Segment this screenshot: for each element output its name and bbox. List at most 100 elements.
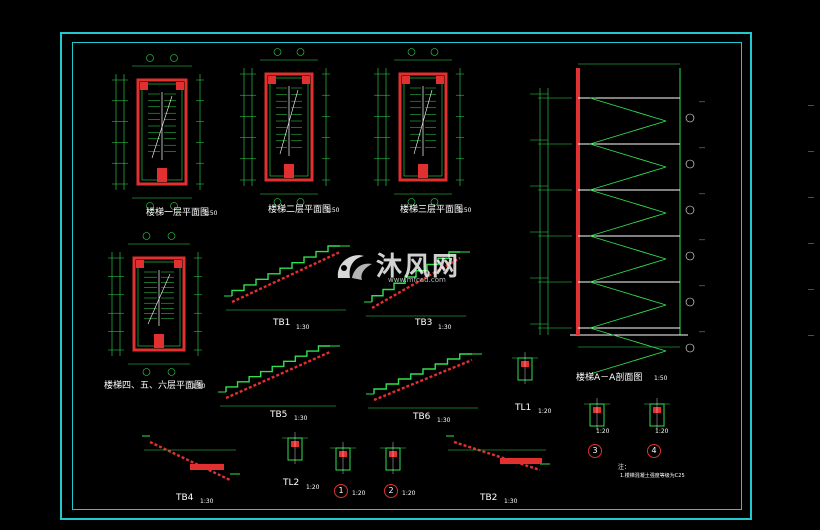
section-axis-bubble bbox=[685, 251, 695, 261]
section-flight-up bbox=[589, 166, 667, 191]
plan-title-3: 楼梯三层平面图 bbox=[400, 205, 464, 215]
sheet-border-outer bbox=[60, 32, 752, 520]
plan-3-break-line bbox=[413, 89, 433, 155]
flight-scale-tb3: 1:30 bbox=[438, 324, 452, 331]
beam-scale-tl2: 1:20 bbox=[306, 484, 320, 491]
section-title: 楼梯A－A剖面图 bbox=[576, 373, 643, 383]
tb3-slab bbox=[371, 256, 461, 310]
detail-marker-2: 2 bbox=[384, 484, 398, 498]
section-flight-up bbox=[589, 120, 667, 145]
tb2-slab bbox=[453, 440, 541, 472]
section-axis-bubble bbox=[685, 205, 695, 215]
notes-line-1: 1.楼梯混凝土强度等级为C25 bbox=[620, 473, 685, 479]
plan-scale-3: 1:50 bbox=[458, 207, 472, 214]
watermark-url: www.mfcad.com bbox=[388, 276, 446, 284]
beam-scale-tl1: 1:20 bbox=[538, 408, 552, 415]
section-flight-up bbox=[589, 304, 667, 329]
plan-3-col-tl bbox=[402, 76, 410, 84]
detail-scale-4: 1:20 bbox=[655, 428, 669, 435]
plan-title-1: 楼梯一层平面图 bbox=[146, 208, 210, 218]
section-axis-bubble bbox=[685, 343, 695, 353]
plan-title-2: 楼梯二层平面图 bbox=[268, 205, 332, 215]
plan-1-axis-bubble-top bbox=[170, 54, 178, 62]
watermark-logo-icon bbox=[337, 255, 372, 280]
section-flight-down bbox=[589, 327, 667, 352]
flight-scale-tb4: 1:30 bbox=[200, 498, 214, 505]
plan-scale-4: 1:50 bbox=[192, 383, 206, 390]
section-axis-bubble bbox=[685, 159, 695, 169]
tb1-steps bbox=[231, 245, 340, 296]
plan-scale-2: 1:50 bbox=[326, 207, 340, 214]
section-col-left bbox=[576, 68, 580, 335]
flight-scale-tb5: 1:30 bbox=[294, 415, 308, 422]
flight-scale-tb1: 1:30 bbox=[296, 324, 310, 331]
section-flight-up bbox=[589, 350, 667, 375]
plan-title-4: 楼梯四、五、六层平面图 bbox=[104, 381, 204, 391]
plan-4-axis-bubble-bottom bbox=[142, 368, 151, 376]
tb5-slab bbox=[225, 350, 331, 400]
plan-4-break-line bbox=[147, 273, 171, 325]
flight-scale-tb6: 1:30 bbox=[437, 417, 451, 424]
notes-heading: 注： bbox=[618, 464, 631, 471]
plan-3-axis-bubble-top bbox=[407, 48, 416, 56]
plan-4-walls bbox=[132, 256, 186, 352]
detail-scale-3: 1:20 bbox=[596, 428, 610, 435]
plan-3-axis-bubble-top bbox=[430, 48, 439, 56]
detail-scale-2: 1:20 bbox=[402, 490, 416, 497]
tb3-steps bbox=[371, 251, 460, 302]
detail-scale-1: 1:20 bbox=[352, 490, 366, 497]
detail-marker-3: 3 bbox=[588, 444, 602, 458]
plan-2-col-tl bbox=[268, 76, 276, 84]
detail-marker-1: 1 bbox=[334, 484, 348, 498]
plan-3-col-tr bbox=[436, 76, 444, 84]
section-axis-bubble bbox=[685, 113, 695, 123]
section-flight-down bbox=[589, 97, 667, 122]
flight-label-tb1: TB1 bbox=[273, 318, 291, 328]
plan-2-axis-bubble-top bbox=[273, 48, 282, 56]
tb4-slab bbox=[149, 440, 231, 482]
flight-label-tb5: TB5 bbox=[270, 410, 288, 420]
plan-2-column bbox=[284, 164, 294, 178]
plan-2-axis-bubble-bottom bbox=[296, 198, 305, 206]
flight-label-tb4: TB4 bbox=[176, 493, 194, 503]
plan-1-break-line bbox=[151, 95, 173, 159]
tb5-steps bbox=[225, 345, 330, 392]
plan-4-axis-bubble-top bbox=[142, 232, 151, 240]
section-flight-up bbox=[589, 258, 667, 283]
flight-label-tb6: TB6 bbox=[413, 412, 431, 422]
tb6-slab bbox=[373, 358, 473, 402]
tb4-landing-slab bbox=[190, 464, 224, 470]
flight-label-tb2: TB2 bbox=[480, 493, 498, 503]
plan-3-column bbox=[418, 164, 428, 178]
plan-1-col-tl bbox=[140, 82, 148, 90]
plan-2-break-line bbox=[279, 89, 299, 155]
plan-4-col-tr bbox=[174, 260, 182, 268]
beam-label-tl2: TL2 bbox=[283, 478, 300, 488]
plan-3-axis-bubble-bottom bbox=[430, 198, 439, 206]
plan-1-axis-bubble-bottom bbox=[170, 202, 178, 210]
flight-scale-tb2: 1:30 bbox=[504, 498, 518, 505]
section-flight-down bbox=[589, 189, 667, 214]
plan-scale-1: 1:50 bbox=[204, 210, 218, 217]
plan-3-axis-bubble-bottom bbox=[407, 198, 416, 206]
section-flight-up bbox=[589, 212, 667, 237]
section-flight-down bbox=[589, 235, 667, 260]
section-flight-down bbox=[589, 143, 667, 168]
flight-label-tb3: TB3 bbox=[415, 318, 433, 328]
plan-2-axis-bubble-top bbox=[296, 48, 305, 56]
sheet-border-inner bbox=[72, 42, 742, 510]
plan-1-axis-bubble-top bbox=[146, 54, 154, 62]
tb1-slab bbox=[231, 250, 341, 304]
watermark-brand: 沐风网 bbox=[376, 252, 461, 282]
plan-1-col-tr bbox=[176, 82, 184, 90]
plan-2-walls bbox=[264, 72, 314, 182]
beam-label-tl1: TL1 bbox=[515, 403, 532, 413]
plan-1-axis-bubble-bottom bbox=[146, 202, 154, 210]
plan-2-col-tr bbox=[302, 76, 310, 84]
detail-marker-4: 4 bbox=[647, 444, 661, 458]
section-flight-down bbox=[589, 281, 667, 306]
plan-4-axis-bubble-top bbox=[167, 232, 176, 240]
plan-4-column bbox=[154, 334, 164, 348]
